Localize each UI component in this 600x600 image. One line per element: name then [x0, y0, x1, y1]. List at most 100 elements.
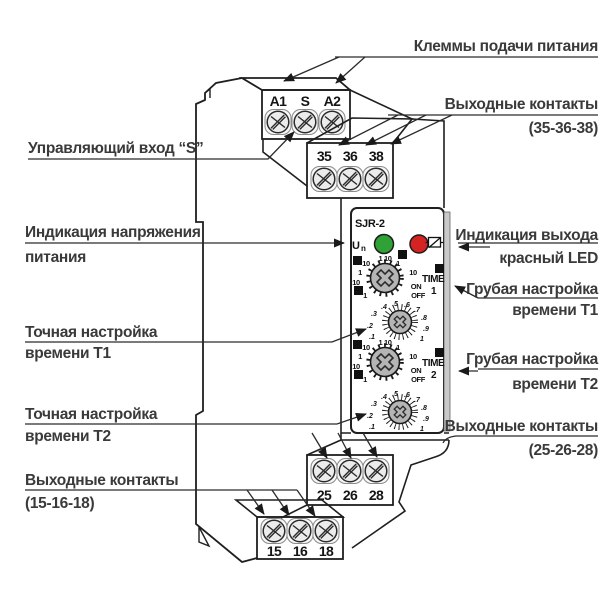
time1-label: TIME: [422, 274, 445, 285]
fine-mark: .8: [421, 405, 427, 412]
leader-arrow: [454, 285, 479, 299]
fine-mark: .5: [392, 391, 398, 398]
scale-mark-off: OFF: [411, 291, 426, 300]
callout-text: Индикация выхода: [455, 227, 598, 244]
callout-text: Выходные контакты: [445, 96, 598, 113]
leader-arrow: [296, 489, 316, 517]
dip-mark: [354, 370, 363, 379]
fine-knob-t2: .1 .2 .3 .4 .5 .6 .7 .8 .9 1: [367, 391, 429, 433]
fine-knob-t1: .1 .2 .3 .4 .5 .6 .7 .8 .9 1: [367, 301, 429, 343]
leader-arrow: [390, 114, 453, 145]
fine-mark: .3: [371, 401, 377, 408]
terminal-label-35: 35: [317, 148, 332, 164]
un-label-sub: n: [361, 244, 366, 253]
front-panel: SJR-2 U n 10 1 10 1 10 ON OF: [350, 207, 451, 434]
coarse-knob-t1: 10 1 10 1 10 ON OFF 1 10 1 TIME 1: [352, 254, 445, 300]
din-clip-bottom: [198, 526, 211, 548]
terminal-label-15: 15: [267, 543, 282, 559]
callout-text: времени Т2: [512, 376, 598, 393]
callout-text: Индикация напряжения: [25, 224, 201, 241]
leader-arrow: [271, 489, 290, 516]
scale-mark: 10: [352, 362, 360, 371]
callout-coarse-t2: Грубая настройка времени Т2: [458, 351, 599, 393]
screw-26: [336, 457, 364, 485]
fine-mark: .8: [421, 315, 427, 322]
body-roof-edge: [349, 89, 413, 120]
model-label: SJR-2: [355, 218, 385, 230]
screw-25: [310, 457, 338, 485]
scale-mark: 1: [358, 352, 362, 361]
terminal-label-25: 25: [317, 487, 332, 503]
screw-15: [260, 517, 288, 545]
fine-mark: 1: [420, 426, 424, 433]
terminal-label-a2: A2: [324, 93, 342, 109]
dip-mark: [354, 286, 363, 295]
device-body: A1 S A2 35 36 38 SJR-2 U n: [195, 77, 451, 563]
callout-text: времени Т1: [512, 302, 598, 319]
leader-arrow: [246, 489, 265, 515]
dip-mark: [353, 340, 362, 349]
scale-mark-on: ON: [411, 366, 421, 375]
leader-arrow: [365, 114, 427, 146]
screw-36: [336, 165, 364, 193]
callout-power-terminals: Клеммы подачи питания: [283, 38, 598, 84]
terminal-block-power: A1 S A2: [238, 77, 353, 140]
terminal-label-18: 18: [319, 543, 334, 559]
fine-mark: .4: [381, 304, 387, 311]
callout-text: (35-36-38): [529, 120, 599, 137]
time1-channel: 1: [431, 286, 437, 297]
callout-coarse-t1: Грубая настройка времени Т1: [454, 281, 599, 319]
scale-mark: 1 10: [379, 338, 392, 347]
dip-mark: [435, 264, 444, 273]
scale-mark-off: OFF: [411, 375, 426, 384]
callout-text: Точная настройка: [25, 324, 158, 341]
body-step-upper: [262, 139, 308, 187]
callout-output-15: Выходные контакты (15-16-18): [25, 472, 316, 517]
fine-mark: .2: [367, 413, 373, 420]
time2-channel: 2: [431, 370, 437, 381]
fine-mark: .2: [367, 323, 373, 330]
din-clip-top: [204, 87, 211, 98]
callout-control-input: Управляющий вход “S”: [28, 131, 295, 160]
callout-text: Грубая настройка: [466, 351, 599, 368]
scale-mark: 10: [362, 259, 370, 268]
callout-text: (15-16-18): [25, 495, 95, 512]
fine-mark: .4: [381, 394, 387, 401]
screw-28: [362, 457, 390, 485]
callout-output-25: Выходные контакты (25-26-28): [311, 418, 598, 459]
scale-mark: 10: [409, 268, 417, 277]
callout-text: питания: [25, 249, 86, 266]
dip-mark-leds: [398, 250, 407, 259]
panel-side-shading: [443, 211, 451, 432]
un-label: U: [352, 240, 360, 252]
callout-text: Управляющий вход “S”: [28, 140, 203, 157]
dip-mark: [435, 348, 444, 357]
fine-mark: .6: [404, 392, 410, 399]
callout-underline: [442, 435, 598, 444]
callout-text: Выходные контакты: [25, 472, 178, 489]
power-block-front: [261, 89, 351, 140]
leader-arrow: [338, 114, 399, 146]
terminal-block-25: 25 26 28: [306, 454, 394, 506]
leader-arrow: [25, 328, 367, 343]
terminal-label-16: 16: [293, 543, 308, 559]
body-bottom-right-outline: [351, 439, 450, 549]
callout-power-indication: Индикация напряжения питания: [25, 224, 345, 266]
fine-mark: 1: [420, 336, 424, 343]
screw-38: [362, 165, 390, 193]
terminal-block-15: 15 16 18: [233, 499, 346, 560]
scale-mark: 1: [363, 291, 367, 300]
screw-16: [286, 517, 314, 545]
output-led-red: [409, 234, 429, 254]
callout-text: красный LED: [499, 250, 598, 267]
callout-fine-t2: Точная настройка времени Т2: [25, 406, 367, 445]
screw-a1: [264, 108, 292, 136]
callout-text: Точная настройка: [25, 406, 158, 423]
scale-mark-on: ON: [411, 282, 421, 291]
fine-mark: .9: [423, 326, 429, 333]
screw-18: [312, 517, 340, 545]
fine-mark: .7: [414, 397, 421, 404]
callout-output-indication: Индикация выхода красный LED: [455, 227, 599, 267]
